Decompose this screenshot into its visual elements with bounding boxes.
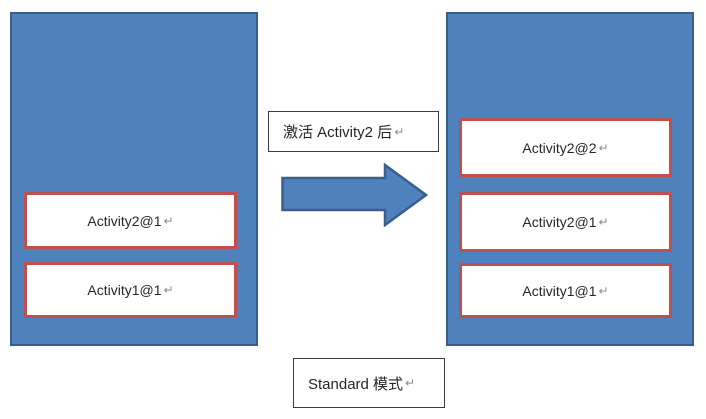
activity-box: Activity2@1↵ <box>24 192 237 249</box>
activity-label: Activity2@1 <box>522 214 597 230</box>
task-stack-before: Activity2@1↵ Activity1@1↵ <box>10 12 258 346</box>
eol-mark: ↵ <box>598 283 609 298</box>
bottom-caption-label: Standard 模式 <box>308 375 404 393</box>
activity-label: Activity1@1 <box>87 282 162 298</box>
eol-mark: ↵ <box>394 124 405 139</box>
activity-box: Activity1@1↵ <box>459 263 672 318</box>
eol-mark: ↵ <box>163 283 174 297</box>
eol-mark: ↵ <box>405 376 416 390</box>
right-arrow-icon <box>281 163 428 227</box>
bottom-caption-box: Standard 模式↵ <box>293 358 445 408</box>
activity-box: Activity2@1↵ <box>459 192 672 252</box>
activity-label: Activity1@1 <box>522 282 597 299</box>
task-stack-after: Activity2@2↵ Activity2@1↵ Activity1@1↵ <box>446 12 694 346</box>
eol-mark: ↵ <box>598 140 609 155</box>
activity-box: Activity1@1↵ <box>24 262 237 318</box>
arrow-caption-box: 激活 Activity2 后↵ <box>268 111 439 152</box>
activity-label: Activity2@1 <box>87 212 162 229</box>
eol-mark: ↵ <box>598 215 609 229</box>
activity-box: Activity2@2↵ <box>459 118 672 177</box>
activity-label: Activity2@2 <box>522 139 597 156</box>
eol-mark: ↵ <box>163 213 174 228</box>
arrow-caption-label: 激活 Activity2 后 <box>283 124 393 141</box>
